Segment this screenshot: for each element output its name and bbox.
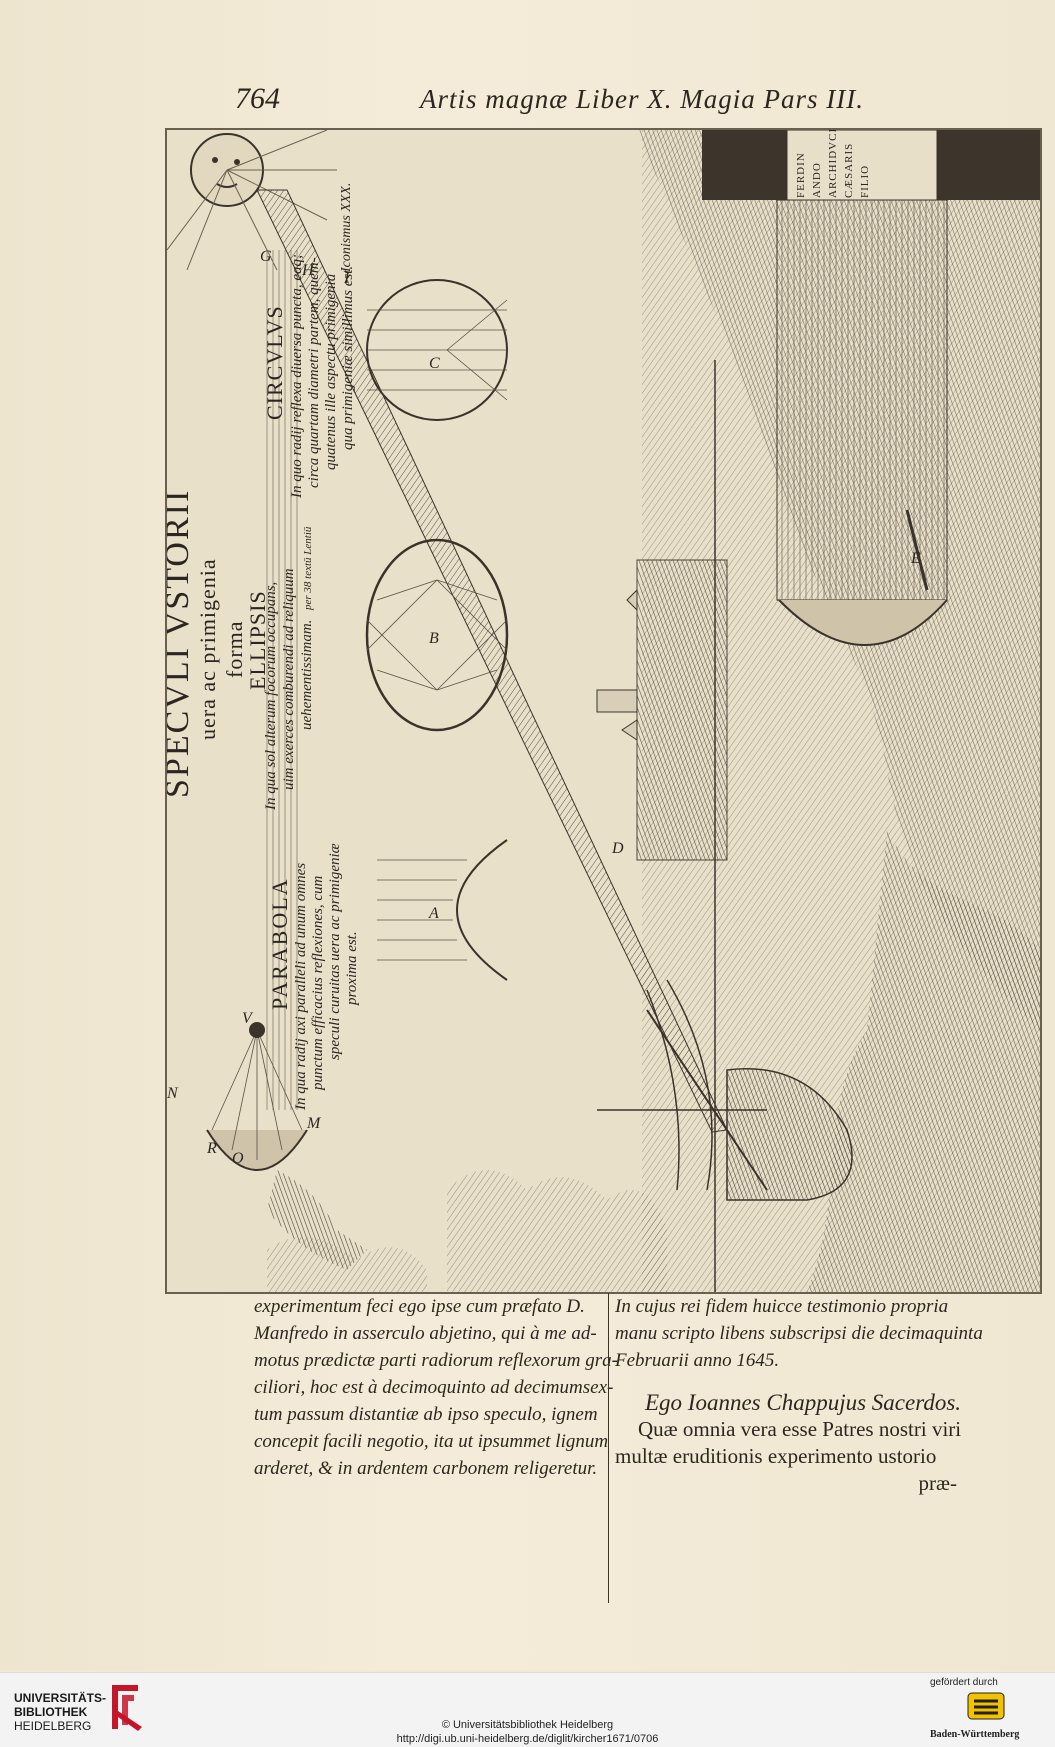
label-d: D [612, 840, 624, 857]
ellipse-diagram [365, 538, 509, 732]
ship-icon [597, 979, 853, 1201]
circulus-heading: CIRCVLVS [262, 305, 287, 420]
book-page: 764 Artis magnæ Liber X. Magia Pars III. [0, 0, 1055, 1670]
cartouche-line-2: ANDO [811, 162, 823, 198]
catchword: præ- [918, 1471, 958, 1495]
label-g: G [260, 248, 272, 265]
sponsor-name: Baden-Württemberg [930, 1729, 1020, 1740]
library-logo-icon [112, 1685, 142, 1731]
label-b: B [429, 630, 439, 647]
parabola-line-4: proxima est. [344, 931, 360, 1005]
library-name-line: BIBLIOTHEK [14, 1705, 88, 1719]
parabola-heading: PARABOLA [267, 877, 292, 1010]
label-i: I [344, 270, 350, 287]
label-r: R [207, 1140, 217, 1157]
library-name-line: UNIVERSITÄTS- [14, 1691, 107, 1705]
running-head: Artis magnæ Liber X. Magia Pars III. [420, 84, 864, 114]
iconismus-label: Iconismus XXX. [339, 182, 354, 272]
left-column: experimentum feci ego ipse cum præfato D… [254, 1293, 618, 1482]
right-column: In cujus rei fidem huicce testimonio pro… [615, 1293, 983, 1497]
town-icon [596, 559, 728, 861]
cartouche-line-5: FILIO [859, 164, 871, 198]
parabola-line-2: punctum efficacius reflexiones, cum [310, 875, 326, 1090]
right-line-roman: multæ eruditionis experimento ustorio [615, 1444, 937, 1468]
right-line-roman: Quæ omnia vera esse Patres nostri viri [638, 1417, 962, 1441]
left-line: concepit facili negotio, ita ut ipsummet… [254, 1431, 609, 1452]
ellipsis-line-2: uim exerces comburendi ad reliquum [281, 568, 297, 790]
engraved-plate: SPECVLI VSTORII uera ac primigenia forma… [165, 128, 1042, 1294]
left-line: motus prædictæ parti radiorum reflexorum… [254, 1350, 618, 1371]
label-a: A [429, 905, 439, 922]
ellipsis-note: per 38 textū Lentiū [302, 526, 314, 610]
library-name: UNIVERSITÄTS- BIBLIOTHEK HEIDELBERG [14, 1691, 106, 1733]
library-name-line: HEIDELBERG [14, 1719, 92, 1733]
parabola-diagram [377, 839, 508, 981]
circulus-line-1: In quo radij reflexa diuersa puncta, eaq… [289, 254, 305, 498]
column-divider [608, 1293, 609, 1603]
ellipsis-line-3: uehementissimam. [299, 619, 315, 730]
label-v: V [242, 1010, 252, 1027]
right-line: manu scripto libens subscripsi die decim… [615, 1323, 983, 1344]
ellipsis-line-1: In qua sol alterum focorum occupans, [263, 581, 279, 810]
plate-title: SPECVLI VSTORII [165, 488, 196, 798]
cartouche-line-3: ARCHIDVCI [827, 128, 839, 198]
left-line: ciliori, hoc est à decimoquinto ad decim… [254, 1377, 614, 1398]
copyright: © Universitätsbibliothek Heidelberg [441, 1719, 614, 1731]
left-line: arderet, & in ardentem carbonem religere… [254, 1458, 598, 1479]
permalink[interactable]: http://digi.ub.uni-heidelberg.de/diglit/… [396, 1733, 659, 1745]
left-line: tum passum distantiæ ab ipso speculo, ig… [254, 1404, 598, 1425]
cartouche-line-4: CÆSARIS [843, 142, 855, 198]
right-line: In cujus rei fidem huicce testimonio pro… [615, 1296, 949, 1317]
left-line: experimentum feci ego ipse cum præfato D… [254, 1296, 585, 1317]
label-o: O [232, 1150, 244, 1167]
footer: UNIVERSITÄTS- BIBLIOTHEK HEIDELBERG © Un… [0, 1672, 1055, 1747]
label-c: C [429, 355, 440, 372]
page-number: 764 [235, 82, 280, 115]
baden-wuerttemberg-crest-icon [967, 1692, 1005, 1720]
sun-icon [167, 130, 337, 271]
sponsor-label: gefördert durch [930, 1677, 998, 1688]
circulus-line-3: quatenus ille aspectu primigenia [323, 273, 339, 470]
label-m: M [307, 1115, 321, 1132]
text-columns: experimentum feci ego ipse cum præfato D… [0, 1293, 1055, 1603]
circle-diagram [366, 279, 508, 421]
page-header: 764 Artis magnæ Liber X. Magia Pars III. [0, 82, 1055, 122]
cartouche-line-1: FERDIN [795, 152, 807, 198]
left-line: Manfredo in asserculo abjetino, qui à me… [254, 1323, 597, 1344]
signature: Ego Ioannes Chappujus Sacerdos. [645, 1390, 962, 1415]
parabola-line-1: In qua radij axi paralleli ad unum omnes [293, 862, 309, 1110]
circulus-line-4: qua primigeniæ simillimus est. [340, 265, 356, 450]
plate-subtitle: uera ac primigenia [195, 558, 220, 740]
plate-illustration [167, 130, 1040, 1292]
label-e: E [911, 550, 921, 567]
parabola-line-3: speculi curuitas uera ac primigeniæ [327, 843, 343, 1060]
circulus-line-2: circa quartam diametri partem, quem- [306, 257, 322, 488]
label-n: N [167, 1085, 178, 1102]
label-h: H [302, 262, 314, 279]
right-line: Februarii anno 1645. [615, 1350, 780, 1371]
